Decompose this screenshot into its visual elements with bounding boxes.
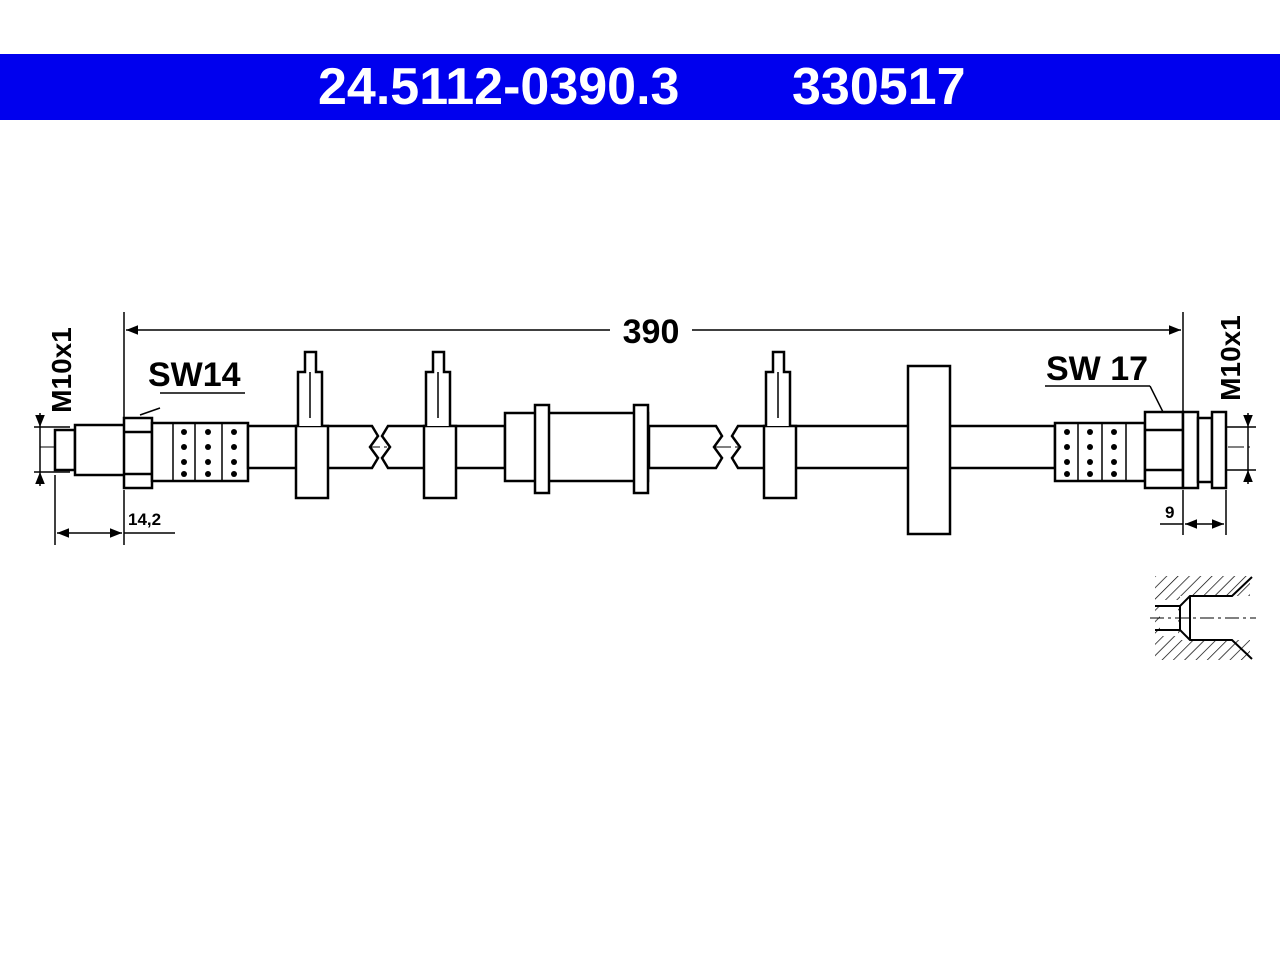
right-crimp-dots xyxy=(1064,429,1117,477)
hose-sleeve xyxy=(503,403,650,495)
left-fitting-dim-label: 14,2 xyxy=(128,510,161,529)
hose-clip-3 xyxy=(762,350,798,500)
right-fitting-dimension xyxy=(1160,490,1227,535)
title-bar: 24.5112-0390.3 330517 xyxy=(0,54,1280,120)
reference-number: 330517 xyxy=(792,58,966,116)
left-thread-dimension xyxy=(34,413,70,486)
thread-right-label: M10x1 xyxy=(1215,315,1246,401)
mounting-bracket xyxy=(906,364,952,536)
right-fitting-dim-label: 9 xyxy=(1165,503,1174,522)
left-fitting xyxy=(53,392,250,490)
left-crimp-dots xyxy=(181,429,237,477)
thread-left-label: M10x1 xyxy=(46,327,77,413)
length-label: 390 xyxy=(623,313,680,351)
port-section-detail xyxy=(1150,576,1256,660)
right-thread-dimension xyxy=(1226,413,1256,484)
hose-clip-1 xyxy=(294,350,330,500)
right-fitting xyxy=(1045,385,1228,490)
hose-clip-2 xyxy=(422,350,458,500)
wrench-size-right: SW 17 xyxy=(1046,350,1148,388)
left-fitting-dimension xyxy=(54,475,175,545)
length-dimension xyxy=(123,312,1184,430)
part-number: 24.5112-0390.3 xyxy=(318,58,680,116)
wrench-size-left: SW14 xyxy=(148,356,241,394)
